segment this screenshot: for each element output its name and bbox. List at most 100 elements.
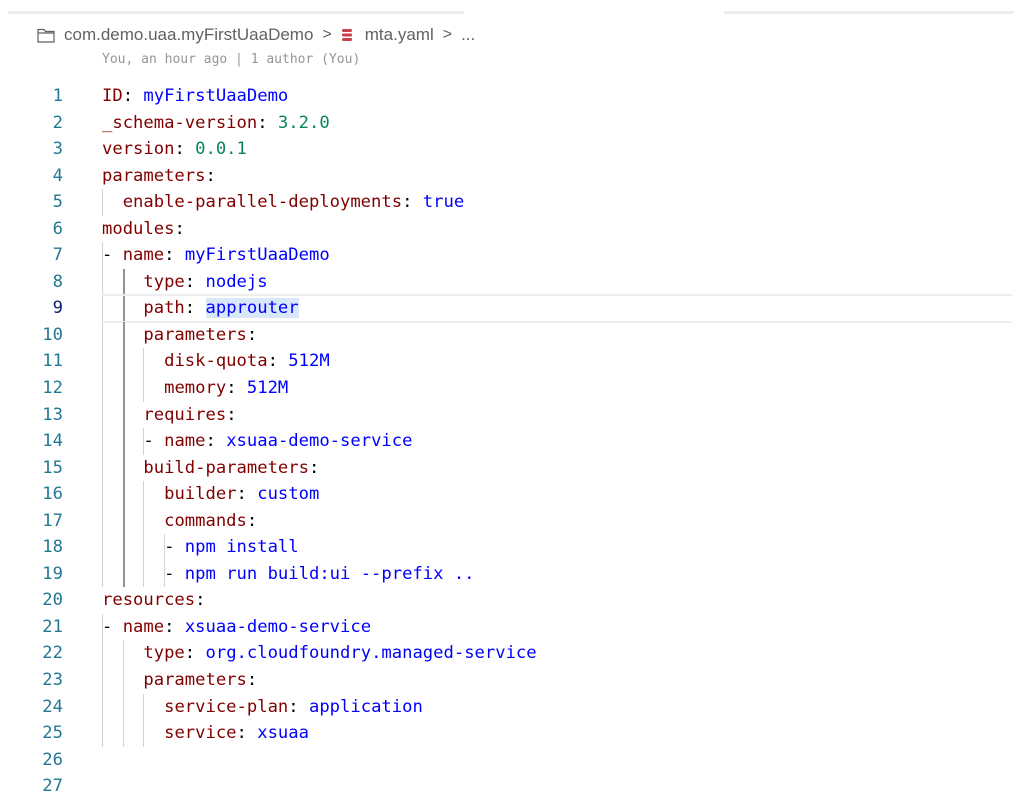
code-content[interactable]: build-parameters: [102, 454, 1024, 482]
code-line[interactable]: 25 service: xsuaa [0, 720, 1024, 747]
code-line[interactable]: 18 - npm install [0, 534, 1024, 561]
yaml-colon: : [226, 378, 247, 399]
code-line[interactable]: 26 [0, 747, 1024, 774]
yaml-colon: : [205, 431, 227, 452]
code-content[interactable]: _schema-version: 3.2.0 [102, 110, 1024, 137]
yaml-colon: : [402, 192, 423, 213]
breadcrumb-item-folder[interactable]: com.demo.uaa.myFirstUaaDemo [37, 25, 313, 45]
indent-guide [143, 481, 145, 508]
code-text: commands: [164, 508, 257, 535]
code-line[interactable]: 7- name: myFirstUaaDemo [0, 242, 1024, 269]
indent-guide [143, 693, 145, 721]
indent-guide [143, 720, 145, 747]
indent-guide [102, 189, 103, 216]
code-line[interactable]: 2_schema-version: 3.2.0 [0, 110, 1024, 137]
code-content[interactable]: commands: [102, 507, 1024, 535]
code-content[interactable]: parameters: [102, 163, 1024, 190]
code-content[interactable]: builder: custom [102, 481, 1024, 508]
indent-guide [122, 428, 125, 455]
code-line[interactable]: 27 [0, 773, 1024, 800]
code-line[interactable]: 21- name: xsuaa-demo-service [0, 613, 1024, 641]
code-content[interactable]: service-plan: application [102, 693, 1024, 721]
indent-guide [102, 375, 103, 402]
yaml-key: disk-quota [164, 351, 268, 372]
indent-guide [102, 348, 103, 376]
code-content[interactable]: service: xsuaa [102, 720, 1024, 747]
line-number: 8 [52, 271, 63, 292]
breadcrumb-item-file[interactable]: mta.yaml [341, 25, 434, 45]
yaml-key: type [143, 271, 185, 292]
code-content[interactable]: modules: [102, 216, 1024, 243]
code-content[interactable]: parameters: [102, 321, 1024, 349]
yaml-colon: : [246, 670, 258, 691]
code-content[interactable]: requires: [102, 401, 1024, 429]
code-line[interactable]: 14- name: xsuaa-demo-service [0, 428, 1024, 455]
indent-guide [122, 507, 125, 535]
code-line[interactable]: 8 type: nodejs [0, 268, 1024, 296]
yaml-value: xsuaa-demo-service [226, 431, 413, 452]
yaml-key: type [143, 643, 185, 664]
code-line[interactable]: 19- npm run build:ui --prefix .. [0, 560, 1024, 588]
code-text: parameters: [143, 667, 257, 694]
code-content[interactable]: type: nodejs [102, 268, 1024, 296]
code-content[interactable]: type: org.cloudfoundry.managed-service [102, 640, 1024, 668]
breadcrumb: com.demo.uaa.myFirstUaaDemo > mta.yaml >… [37, 22, 475, 48]
code-text: - name: myFirstUaaDemo [102, 242, 330, 269]
code-content[interactable]: - name: xsuaa-demo-service [102, 613, 1024, 641]
code-content[interactable]: path: approuter [102, 294, 1012, 323]
indent-guide [102, 481, 103, 508]
code-content[interactable]: - name: myFirstUaaDemo [102, 242, 1024, 269]
code-text: service: xsuaa [164, 720, 309, 747]
line-number: 16 [42, 484, 63, 505]
yaml-colon: : [246, 324, 258, 345]
yaml-value: xsuaa [257, 723, 309, 744]
yaml-dash: - [164, 563, 185, 584]
code-content[interactable] [102, 773, 1024, 800]
line-number: 25 [42, 723, 63, 744]
code-text: type: nodejs [143, 269, 267, 296]
indent-guide [122, 348, 125, 376]
code-content[interactable]: version: 0.0.1 [102, 136, 1024, 163]
code-line[interactable]: 6 modules: [0, 216, 1024, 243]
code-content[interactable]: enable-parallel-deployments: true [102, 189, 1024, 216]
yaml-colon: : [184, 298, 206, 319]
line-number: 18 [42, 537, 63, 558]
code-content[interactable]: parameters: [102, 667, 1024, 694]
code-content[interactable] [102, 747, 1024, 774]
line-number: 26 [42, 749, 63, 770]
code-content[interactable]: ID: myFirstUaaDemo [102, 83, 1024, 110]
code-content[interactable]: resources: [102, 587, 1024, 614]
yaml-key: requires [143, 404, 227, 425]
yaml-colon: : [205, 165, 216, 186]
git-blame-codelens[interactable]: You, an hour ago | 1 author (You) [102, 52, 361, 67]
line-number: 6 [52, 218, 63, 239]
code-content[interactable]: memory: 512M [102, 375, 1024, 402]
indent-guide [122, 454, 125, 482]
code-content[interactable]: - npm run build:ui --prefix .. [102, 560, 1024, 588]
yaml-value: approuter [205, 298, 299, 319]
yaml-key: service [164, 723, 237, 744]
yaml-key: name [164, 431, 206, 452]
code-content[interactable]: - npm install [102, 534, 1024, 561]
code-content[interactable]: - name: xsuaa-demo-service [102, 428, 1024, 455]
yaml-colon: : [226, 404, 237, 425]
code-content[interactable]: disk-quota: 512M [102, 348, 1024, 376]
breadcrumb-item-symbols[interactable]: ... [461, 25, 475, 45]
code-line[interactable]: 16 builder: custom [0, 481, 1024, 508]
